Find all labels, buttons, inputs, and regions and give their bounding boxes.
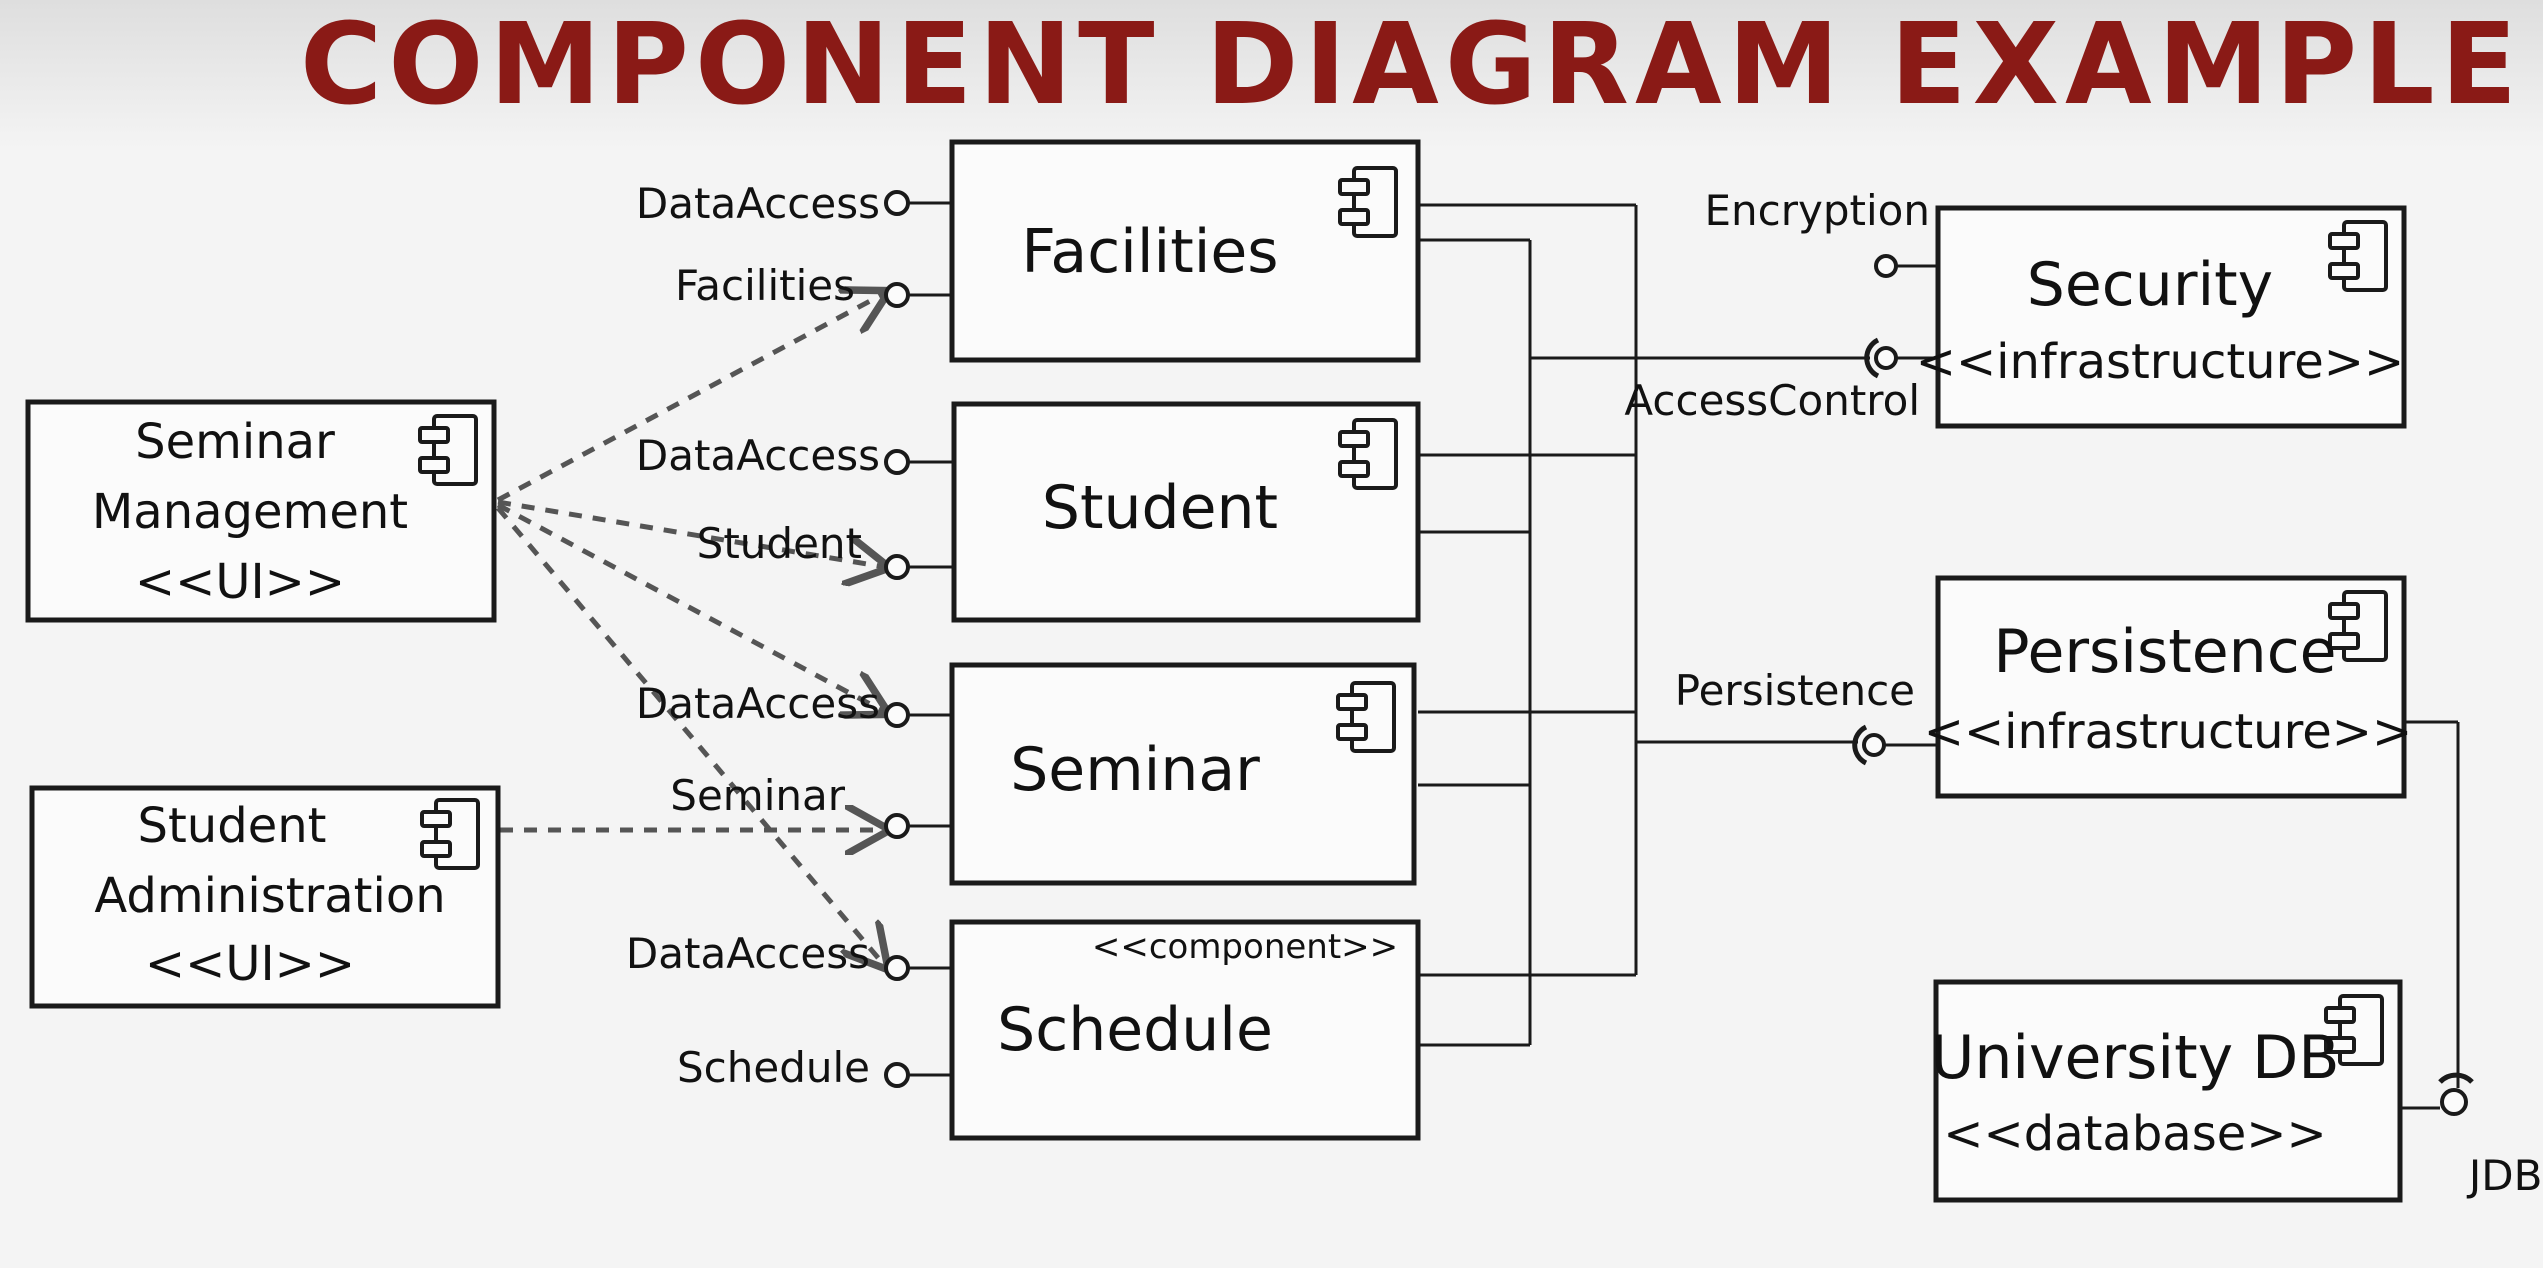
encryption-label: Encryption [1705, 186, 1930, 235]
access-control-port [1874, 346, 1898, 370]
access-control-label: AccessControl [1624, 376, 1920, 425]
facilities-port [884, 282, 910, 308]
seminar-component[interactable]: Seminar [908, 662, 1417, 886]
seminar-management-stereotype: <<UI>> [135, 554, 345, 610]
persistence-stereotype: <<infrastructure>> [1924, 704, 2413, 760]
schedule-stereotype: <<component>> [1092, 927, 1398, 967]
facilities-component[interactable]: Facilities [908, 139, 1421, 363]
facilities-dataaccess-label: DataAccess [636, 179, 880, 228]
schedule-name: Schedule [997, 995, 1273, 1065]
university-db-name: University DB [1930, 1023, 2339, 1093]
connector-wires [1418, 203, 2460, 1110]
persistence-port [1862, 733, 1886, 757]
schedule-component[interactable]: <<component>> Schedule [908, 919, 1421, 1141]
student-administration-line1: Student [138, 798, 327, 854]
persistence-component[interactable]: Persistence <<infrastructure>> [1924, 575, 2413, 799]
encryption-port [1874, 254, 1898, 278]
university-db-component[interactable]: University DB <<database>> [1930, 979, 2403, 1203]
security-component[interactable]: Security <<infrastructure>> [1916, 205, 2407, 429]
seminar-management-component[interactable]: Seminar Management <<UI>> [25, 399, 497, 623]
dependency-arrows [496, 293, 885, 966]
seminar-port [884, 813, 910, 839]
seminar-management-line2: Management [92, 484, 408, 540]
security-stereotype: <<infrastructure>> [1916, 334, 2405, 390]
seminar-name: Seminar [1010, 735, 1260, 805]
student-interface-label: Student [697, 519, 862, 568]
student-administration-stereotype: <<UI>> [145, 936, 355, 992]
diagram-title: COMPONENT DIAGRAM EXAMPLE [300, 0, 2524, 130]
schedule-port [884, 1062, 910, 1088]
jdbc-socket [2438, 1072, 2474, 1084]
persistence-name: Persistence [1993, 617, 2336, 687]
student-name: Student [1042, 473, 1278, 543]
student-dataaccess-label: DataAccess [636, 431, 880, 480]
jdbc-label: JDBC [2466, 1151, 2543, 1200]
seminar-management-line1: Seminar [135, 414, 335, 470]
seminar-dataaccess-port [884, 702, 910, 728]
schedule-interface-label: Schedule [677, 1043, 870, 1092]
header-background [0, 0, 2543, 150]
access-control-socket [1864, 337, 1880, 379]
persistence-socket [1852, 724, 1868, 766]
seminar-interface-label: Seminar [670, 771, 845, 820]
student-component[interactable]: Student [908, 401, 1421, 623]
persistence-interface-label: Persistence [1675, 666, 1915, 715]
student-dataaccess-port [884, 449, 910, 475]
facilities-dataaccess-port [884, 190, 910, 216]
student-administration-component[interactable]: Student Administration <<UI>> [29, 785, 501, 1009]
student-administration-line2: Administration [94, 868, 445, 924]
facilities-interface-label: Facilities [675, 261, 855, 310]
security-name: Security [2027, 250, 2273, 320]
jdbc-port [2440, 1088, 2468, 1116]
seminar-dataaccess-label: DataAccess [636, 679, 880, 728]
schedule-dataaccess-label: DataAccess [626, 929, 870, 978]
university-db-stereotype: <<database>> [1943, 1106, 2326, 1162]
student-port [884, 554, 910, 580]
schedule-dataaccess-port [884, 955, 910, 981]
facilities-name: Facilities [1021, 217, 1278, 287]
